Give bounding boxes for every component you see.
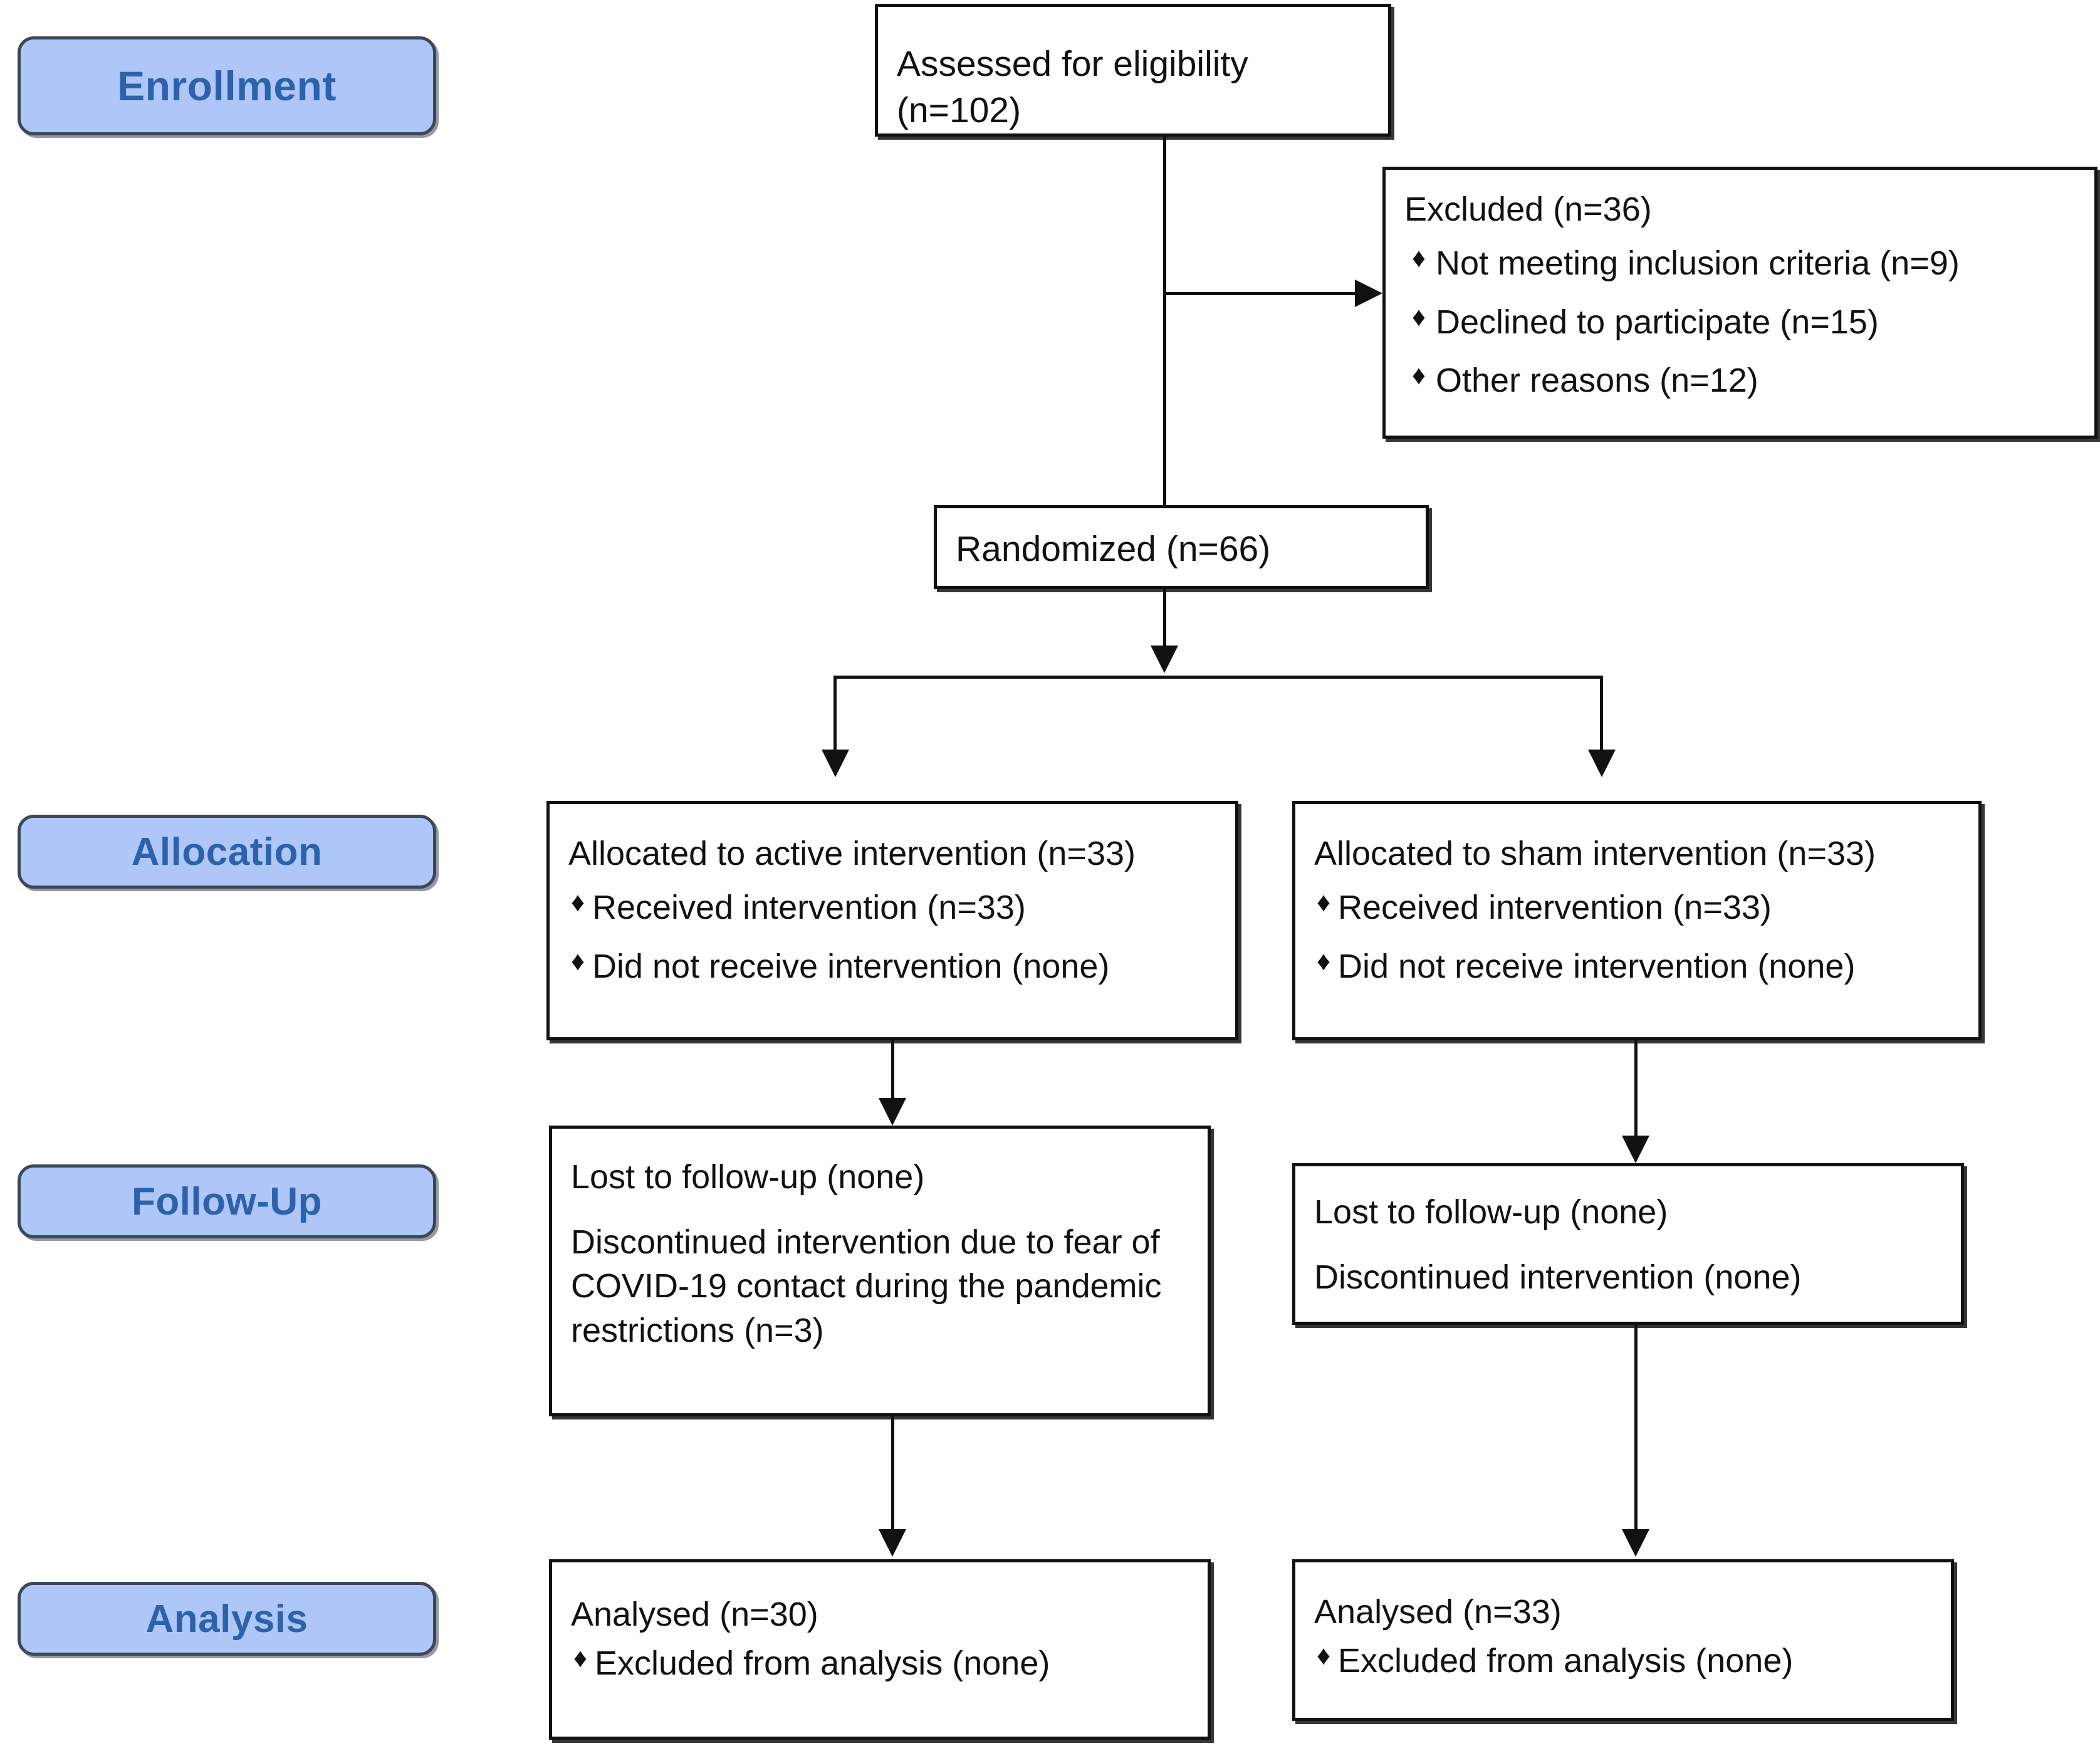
excluded-reason-text: Other reasons (n=12) [1436,362,1758,400]
arrow-split-junction [1151,646,1178,673]
allocation-left-list: ♦ Received intervention (n=33) ♦ Did not… [568,887,1216,988]
analysis-left-heading: Analysed (n=30) [571,1596,818,1633]
followup-left-line2: Discontinued intervention due to fear of… [571,1223,1162,1349]
list-item: ♦ Declined to participate (n=15) [1404,301,2076,344]
diamond-bullet-icon: ♦ [571,887,585,918]
allocation-left-heading: Allocated to active intervention (n=33) [568,835,1136,872]
box-assessed-for-eligibility: Assessed for eligibility (n=102) [875,4,1391,137]
stage-label-followup: Follow-Up [18,1164,436,1238]
list-item: ♦ Received intervention (n=33) [1314,887,1960,929]
allocation-right-list: ♦ Received intervention (n=33) ♦ Did not… [1314,887,1960,988]
box-analysis-active: Analysed (n=30) ♦ Excluded from analysis… [549,1559,1211,1740]
followup-left-line1: Lost to follow-up (none) [571,1158,925,1196]
connector-to-excluded [1163,292,1357,295]
analysis-right-item-text: Excluded from analysis (none) [1338,1642,1794,1680]
stage-label-enrollment: Enrollment [18,36,436,135]
connector-split-left-down [833,676,837,767]
arrow-to-followup-right [1622,1136,1649,1163]
analysis-left-list: ♦ Excluded from analysis (none) [571,1643,1189,1685]
allocation-right-item-text: Received intervention (n=33) [1338,889,1772,927]
connector-fu-left-to-analysis [891,1416,894,1533]
stage-label-enrollment-text: Enrollment [117,63,337,109]
excluded-reason-text: Not meeting inclusion criteria (n=9) [1436,244,1960,283]
analysis-right-heading: Analysed (n=33) [1314,1593,1562,1631]
connector-assessed-trunk [1163,137,1166,569]
box-analysis-sham: Analysed (n=33) ♦ Excluded from analysis… [1292,1559,1954,1721]
diamond-bullet-icon: ♦ [1412,360,1426,391]
connector-split-right-down [1600,676,1603,767]
connector-alloc-right-to-fu [1634,1040,1638,1141]
diamond-bullet-icon: ♦ [1317,887,1331,918]
stage-label-analysis: Analysis [18,1582,436,1656]
list-item: ♦ Not meeting inclusion criteria (n=9) [1404,243,2076,285]
excluded-reason-list: ♦ Not meeting inclusion criteria (n=9) ♦… [1404,243,2076,402]
diamond-bullet-icon: ♦ [573,1643,588,1674]
followup-right-line2: Discontinued intervention (none) [1314,1258,1802,1297]
stage-label-followup-text: Follow-Up [131,1179,323,1223]
analysis-right-list: ♦ Excluded from analysis (none) [1314,1640,1932,1683]
stage-label-analysis-text: Analysis [145,1597,308,1641]
list-item: ♦ Received intervention (n=33) [568,887,1216,929]
diamond-bullet-icon: ♦ [1412,243,1426,274]
box-followup-active: Lost to follow-up (none) Discontinued in… [549,1126,1211,1416]
allocation-left-item-text: Did not receive intervention (none) [592,947,1110,985]
box-allocation-active: Allocated to active intervention (n=33) … [546,801,1238,1040]
randomized-text: Randomized (n=66) [956,529,1271,569]
diamond-bullet-icon: ♦ [1317,1641,1331,1671]
list-item: ♦ Other reasons (n=12) [1404,360,2076,402]
connector-randomized-down [1163,589,1166,669]
connector-split-horizontal [833,676,1603,679]
allocation-right-heading: Allocated to sham intervention (n=33) [1314,835,1876,872]
list-item: ♦ Excluded from analysis (none) [571,1643,1189,1685]
excluded-heading: Excluded (n=36) [1404,191,1652,228]
arrow-to-followup-left [879,1098,906,1126]
box-excluded: Excluded (n=36) ♦ Not meeting inclusion … [1382,167,2097,439]
stage-label-allocation: Allocation [18,815,436,889]
diamond-bullet-icon: ♦ [571,946,585,976]
box-followup-sham: Lost to follow-up (none) Discontinued in… [1292,1163,1964,1325]
allocation-left-item-text: Received intervention (n=33) [592,889,1026,927]
box-allocation-sham: Allocated to sham intervention (n=33) ♦ … [1292,801,1982,1040]
stage-label-allocation-text: Allocation [131,830,323,874]
box-randomized: Randomized (n=66) [934,505,1429,589]
arrow-to-allocation-left [822,750,849,777]
diamond-bullet-icon: ♦ [1412,301,1426,332]
connector-alloc-left-to-fu [891,1040,894,1103]
analysis-left-item-text: Excluded from analysis (none) [595,1644,1050,1683]
assessed-text: Assessed for eligibility (n=102) [897,44,1248,131]
connector-fu-right-to-analysis [1634,1325,1638,1533]
diamond-bullet-icon: ♦ [1317,946,1331,976]
allocation-right-item-text: Did not receive intervention (none) [1338,947,1856,985]
arrow-to-excluded [1355,280,1382,307]
list-item: ♦ Did not receive intervention (none) [1314,946,1960,988]
arrow-to-analysis-left [879,1529,906,1557]
list-item: ♦ Excluded from analysis (none) [1314,1640,1932,1683]
arrow-to-analysis-right [1622,1529,1649,1557]
list-item: ♦ Did not receive intervention (none) [568,946,1216,988]
excluded-reason-text: Declined to participate (n=15) [1436,303,1879,341]
arrow-to-allocation-right [1588,750,1616,777]
followup-right-line1: Lost to follow-up (none) [1314,1193,1668,1231]
